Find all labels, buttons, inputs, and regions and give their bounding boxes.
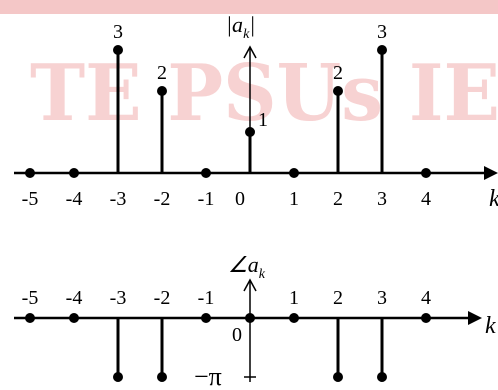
phase-tick-2: 2 — [333, 287, 343, 309]
phase-y-axis-arrow — [243, 278, 257, 292]
phase-neg-pi-label: −π — [194, 362, 222, 390]
magnitude-value-label--2: 2 — [157, 62, 167, 84]
phase-tick--2: -2 — [154, 287, 171, 309]
phase-chart: ∠ak k 0 −π -5 -4 -3 -2 -1 1 2 3 4 — [14, 252, 496, 390]
magnitude-tick-labels: -5 -4 -3 -2 -1 0 1 2 3 4 — [22, 188, 431, 210]
magnitude-tick-3: 3 — [377, 188, 387, 210]
magnitude-marker--1 — [201, 168, 211, 178]
phase-marker-2 — [333, 372, 343, 382]
magnitude-chart: |ak| k 3 2 1 2 3 -5 -4 -3 -2 -1 0 1 2 3 4 — [14, 12, 498, 212]
magnitude-value-label-3: 3 — [377, 21, 387, 43]
phase-marker-4 — [421, 313, 431, 323]
magnitude-marker--4 — [69, 168, 79, 178]
phase-tick-1: 1 — [289, 287, 299, 309]
magnitude-marker-2 — [333, 86, 343, 96]
phase-tick--3: -3 — [110, 287, 127, 309]
phase-marker-0 — [245, 313, 255, 323]
phase-marker--4 — [69, 313, 79, 323]
watermark-band — [0, 0, 498, 14]
magnitude-tick-1: 1 — [289, 188, 299, 210]
magnitude-value-label-0: 1 — [258, 109, 268, 131]
magnitude-tick--4: -4 — [66, 188, 83, 210]
phase-marker--1 — [201, 313, 211, 323]
phase-tick--5: -5 — [22, 287, 39, 309]
magnitude-marker-1 — [289, 168, 299, 178]
phase-tick-labels: -5 -4 -3 -2 -1 1 2 3 4 — [22, 287, 431, 309]
magnitude-tick-0: 0 — [235, 188, 245, 210]
magnitude-marker--5 — [25, 168, 35, 178]
magnitude-x-axis-arrow — [484, 166, 498, 180]
phase-tick-3: 3 — [377, 287, 387, 309]
magnitude-value-label--3: 3 — [113, 21, 123, 43]
magnitude-stems: 3 2 1 2 3 — [25, 21, 431, 178]
phase-origin-label: 0 — [232, 324, 242, 346]
magnitude-y-axis-arrow — [243, 45, 257, 59]
magnitude-tick-2: 2 — [333, 188, 343, 210]
phase-x-axis-arrow — [468, 311, 482, 325]
magnitude-marker--2 — [157, 86, 167, 96]
phase-stems — [25, 313, 431, 382]
magnitude-tick--2: -2 — [154, 188, 171, 210]
phase-tick--1: -1 — [198, 287, 215, 309]
magnitude-tick--5: -5 — [22, 188, 39, 210]
phase-marker-3 — [377, 372, 387, 382]
magnitude-marker-3 — [377, 45, 387, 55]
phase-marker--5 — [25, 313, 35, 323]
magnitude-tick--1: -1 — [198, 188, 215, 210]
magnitude-value-label-2: 2 — [333, 62, 343, 84]
magnitude-marker--3 — [113, 45, 123, 55]
phase-marker--2 — [157, 372, 167, 382]
magnitude-marker-4 — [421, 168, 431, 178]
phase-y-label: ∠ak — [228, 252, 266, 282]
magnitude-marker-0 — [245, 127, 255, 137]
magnitude-x-label: k — [489, 186, 498, 212]
magnitude-tick-4: 4 — [421, 188, 431, 210]
watermark-text: TE PSUs IE — [30, 48, 498, 139]
magnitude-tick--3: -3 — [110, 188, 127, 210]
phase-marker--3 — [113, 372, 123, 382]
magnitude-y-label: |ak| — [226, 12, 255, 42]
phase-tick--4: -4 — [66, 287, 83, 309]
phase-tick-4: 4 — [421, 287, 431, 309]
phase-x-label: k — [485, 313, 496, 339]
phase-marker-1 — [289, 313, 299, 323]
